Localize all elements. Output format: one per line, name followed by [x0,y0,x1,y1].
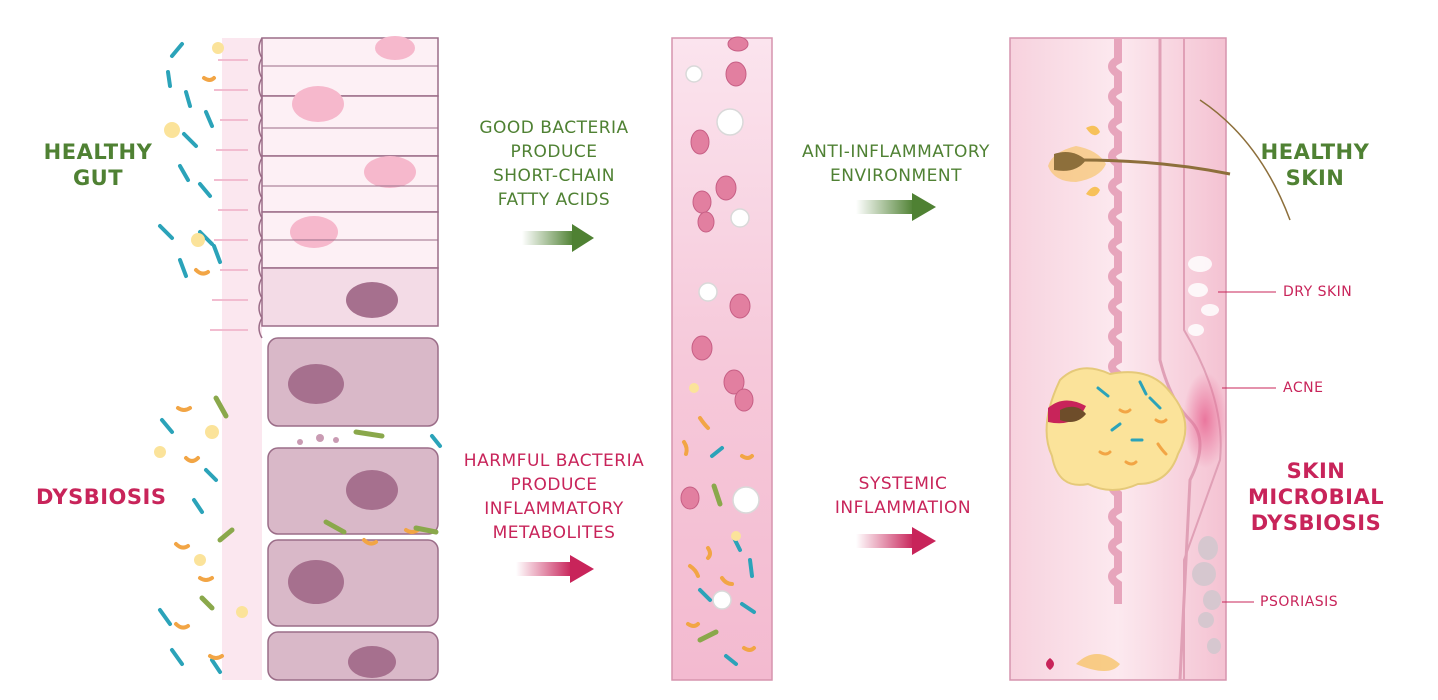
gut-epithelium [210,36,438,680]
good-bacteria-caption: GOOD BACTERIA PRODUCE SHORT-CHAIN FATTY … [466,116,642,212]
pink-arrow-icon [516,555,594,583]
cell-nucleus [292,86,344,122]
healthy-gut-line2: GUT [40,165,156,191]
acne-label: ACNE [1283,379,1323,397]
healthy-cells [259,36,438,338]
anti-inflammatory-line2: ENVIRONMENT [790,164,1002,188]
cell-nucleus [290,216,338,248]
systemic-inflammation-caption: SYSTEMIC INFLAMMATION [830,472,976,520]
psoriasis-label: PSORIASIS [1260,593,1338,611]
green-arrow-icon [856,193,936,221]
cell-nucleus [288,364,344,404]
healthy-skin-line1: HEALTHY [1254,139,1376,165]
skin-section [1010,38,1290,680]
healthy-gut-line1: HEALTHY [40,139,156,165]
healthy-skin-line2: SKIN [1254,165,1376,191]
good-bacteria-line3: SHORT-CHAIN [466,164,642,188]
cell-nucleus [348,646,396,678]
cell-nucleus [288,560,344,604]
systemic-line1: SYSTEMIC [830,472,976,496]
anti-inflammatory-caption: ANTI-INFLAMMATORY ENVIRONMENT [790,140,1002,188]
sebum-plug [1047,368,1186,490]
skin-dysbiosis-line2: MICROBIAL [1248,484,1384,510]
cell-nucleus [346,470,398,510]
harmful-bacteria-line1: HARMFUL BACTERIA [456,449,652,473]
gut-mucus-layer [222,38,262,680]
dysbiosis-label: DYSBIOSIS [36,484,166,510]
cell-nucleus [346,282,398,318]
harmful-bacteria-line3: INFLAMMATORY [456,497,652,521]
inflamed-cells [268,338,438,680]
healthy-skin-label: HEALTHY SKIN [1254,139,1376,191]
good-bacteria-line2: PRODUCE [466,140,642,164]
skin-dysbiosis-line3: DYSBIOSIS [1248,510,1384,536]
blood-vessel [672,37,772,680]
green-arrow-icon [522,224,594,252]
harmful-bacteria-line2: PRODUCE [456,473,652,497]
dry-skin-label: DRY SKIN [1283,283,1352,301]
skin-dysbiosis-line1: SKIN [1248,458,1384,484]
anti-inflammatory-line1: ANTI-INFLAMMATORY [790,140,1002,164]
skin-dysbiosis-label: SKIN MICROBIAL DYSBIOSIS [1248,458,1384,536]
harmful-bacteria-line4: METABOLITES [456,521,652,545]
good-bacteria-line1: GOOD BACTERIA [466,116,642,140]
cell-nucleus [375,36,415,60]
sebum-particle [689,383,699,393]
sebum-particle [731,531,741,541]
good-bacteria-line4: FATTY ACIDS [466,188,642,212]
pink-arrow-icon [856,527,936,555]
systemic-line2: INFLAMMATION [830,496,976,520]
healthy-gut-label: HEALTHY GUT [40,139,156,191]
cell-nucleus [364,156,416,188]
harmful-bacteria-caption: HARMFUL BACTERIA PRODUCE INFLAMMATORY ME… [456,449,652,545]
